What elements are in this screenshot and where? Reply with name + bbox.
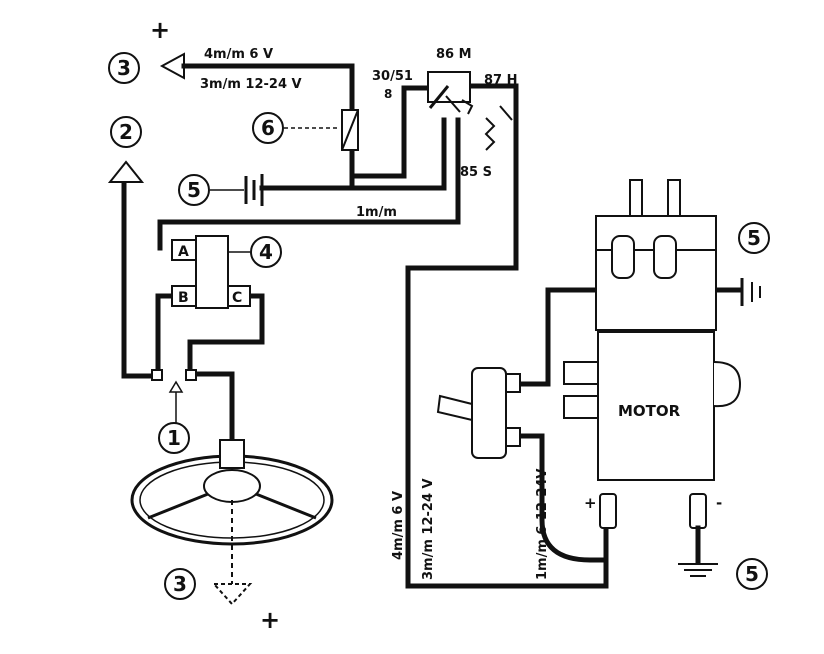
motor-feed-label-b: 3m/m 12-24 V [421,478,436,580]
horn-node-right [185,369,197,381]
svg-text:4: 4 [259,240,273,264]
motor-feed-wire [405,83,609,589]
callout-1: 1 [158,422,190,454]
junction-pin-a: A [178,244,189,260]
callout-3-top: 3 [108,52,140,84]
svg-text:2: 2 [119,120,133,144]
junction-b-wire [155,293,173,377]
switch-motor-wire [517,287,623,387]
relay-term-87: 87 H [484,73,518,88]
svg-text:1: 1 [167,426,181,450]
motor-plus-label: + [584,494,597,512]
relay-85-wire [157,117,461,251]
svg-text:3: 3 [173,572,187,596]
horn-feed-label-b: 3m/m 12-24 V [200,77,302,92]
ground-symbol-icon [244,174,264,206]
motor-plus-terminal-icon [599,493,617,529]
plus-sign-bottom: + [260,606,280,634]
horn-2-wire [121,179,159,379]
resistor-icon [341,109,359,151]
svg-text:5: 5 [747,226,761,250]
junction-pin-b: B [178,290,189,306]
bottom-ground-icon [678,563,718,577]
toggle-switch-icon [436,367,521,459]
motor-label: MOTOR [618,402,681,420]
steering-column-arrow-icon [211,583,253,606]
ground-feed-label: 1m/m [356,205,397,220]
callout-4: 4 [250,236,282,268]
pointer-arrow-icon [168,380,184,393]
relay-term-86: 86 M [436,47,472,62]
motor-minus-terminal-icon [689,493,707,529]
steering-wheel-icon [130,439,334,584]
motor-ground-icon [740,278,761,306]
motor-body [563,179,742,481]
callout-6: 6 [252,112,284,144]
motor-feed-label-a: 4m/m 6 V [391,491,406,560]
relay-term-30: 30/51 [372,69,413,84]
horn-2-arrow-icon [107,160,145,183]
horn-feed-label-a: 4m/m 6 V [204,47,273,62]
switch-feed-wire [517,433,609,563]
horn-node-left [151,369,163,381]
relay-ground-wire [259,117,447,191]
callout-5-left: 5 [178,174,210,206]
callout-5-right: 5 [738,222,770,254]
callout-5-bottom: 5 [736,558,768,590]
junction-pin-c: C [232,290,242,306]
svg-text:5: 5 [187,178,201,202]
relay [427,71,513,151]
callout-2: 2 [110,116,142,148]
svg-text:6: 6 [261,116,275,140]
horn-feed-wire [181,63,431,179]
switch-feed-label: 1m/m 6-12-24V [535,469,550,581]
steering-wire [187,371,235,443]
junction-box [171,235,251,309]
relay-term-85: 85 S [460,165,492,180]
horn-output-arrow-icon [159,52,185,80]
plus-sign-top: + [150,16,170,44]
callout-3-bottom: 3 [164,568,196,600]
junction-c-wire [187,293,265,377]
relay-term-30-sub: 8 [384,87,392,101]
svg-text:5: 5 [745,562,759,586]
motor-minus-label: - [716,494,722,512]
svg-text:3: 3 [117,56,131,80]
